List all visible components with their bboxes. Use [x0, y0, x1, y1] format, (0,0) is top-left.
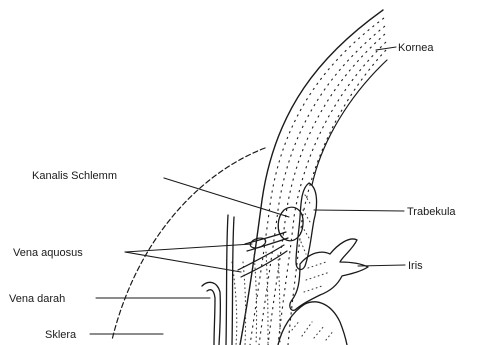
label-kornea: Kornea — [398, 42, 434, 54]
leader-lines — [90, 47, 405, 334]
sclera-outline — [112, 148, 265, 340]
leader-kanalis-schlemm — [164, 178, 289, 217]
leader-trabekula — [314, 210, 404, 211]
cornea-fiber-line — [278, 42, 386, 345]
cornea-inner-edge — [312, 60, 387, 185]
cornea-layers — [240, 10, 387, 345]
blood-vein-branch — [202, 282, 220, 345]
label-sklera: Sklera — [45, 329, 77, 341]
ciliary-tissue — [232, 252, 280, 345]
label-vena-aquosus: Vena aquosus — [13, 247, 83, 259]
label-vena-darah: Vena darah — [9, 293, 65, 305]
cornea-fiber-line — [288, 50, 386, 345]
blood-vein — [226, 215, 234, 345]
label-trabekula: Trabekula — [407, 206, 456, 218]
label-kanalis-schlemm: Kanalis Schlemm — [32, 170, 117, 182]
leader-kornea — [376, 47, 396, 50]
iris-shape — [290, 239, 368, 310]
label-iris: Iris — [408, 260, 423, 272]
trabecula-meshwork — [296, 183, 317, 269]
cornea-outer-edge — [240, 10, 383, 345]
